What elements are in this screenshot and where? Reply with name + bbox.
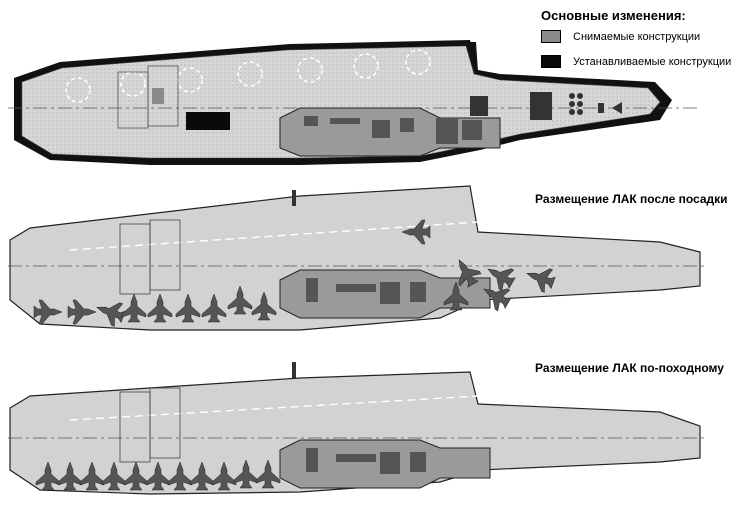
after-landing-view — [8, 185, 706, 331]
legend-item-installed: Устанавливаемые конструкции — [541, 55, 731, 68]
legend-label-installed: Устанавливаемые конструкции — [573, 55, 732, 68]
hull-2 — [9, 185, 701, 331]
missile-grilles — [470, 92, 622, 120]
legend-label-removed: Снимаемые конструкции — [573, 30, 701, 43]
removed-swatch-icon — [541, 30, 561, 43]
hull-3 — [9, 371, 701, 495]
heading-stowed: Размещение ЛАК по-походному — [535, 361, 724, 375]
legend-item-removed: Снимаемые конструкции — [541, 30, 700, 43]
installed-swatch-icon — [541, 55, 561, 68]
installed-structure — [186, 112, 230, 130]
legend-title: Основные изменения: — [541, 8, 686, 23]
heading-after-landing: Размещение ЛАК после посадки — [535, 192, 728, 206]
stowed-view — [8, 362, 706, 495]
modified-plan-view — [8, 40, 700, 165]
